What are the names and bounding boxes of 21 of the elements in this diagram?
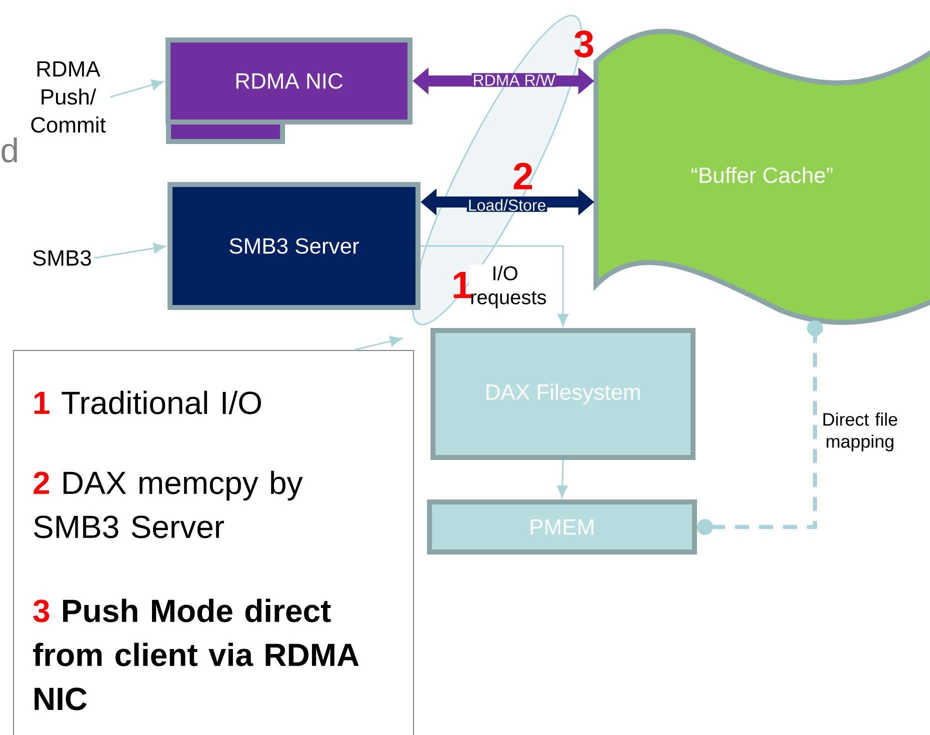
- note-box: 1 Traditional I/O 2 DAX memcpy by SMB3 Server 3 Push Mode direct from client via RDMA NIC: [13, 350, 414, 735]
- edge-label: Load/Store: [466, 198, 548, 212]
- filesystem-box: DAX Filesystem: [430, 328, 696, 460]
- callout-number: 1: [454, 272, 472, 298]
- callout-number: 2: [514, 162, 532, 190]
- callout-number: 3: [574, 30, 594, 58]
- dashed-connector: [697, 320, 823, 535]
- server-box: SMB3 Server: [168, 182, 420, 310]
- nic-box: RDMA NIC: [166, 38, 412, 144]
- cache-wave: “Buffer Cache”: [594, 28, 930, 325]
- arrow: [94, 242, 166, 259]
- arrow: [557, 460, 568, 498]
- arrow: [110, 80, 164, 98]
- text-fragment: d: [2, 138, 17, 162]
- edge-label: Direct file mapping: [819, 412, 901, 452]
- input-label: SMB3: [33, 250, 91, 266]
- arrow: [420, 245, 568, 326]
- leader-arrow: [354, 336, 402, 351]
- edge-label: RDMA R/W: [472, 73, 556, 87]
- pmem-box: PMEM: [427, 500, 697, 554]
- input-label: RDMA Push/ Commit: [31, 61, 106, 133]
